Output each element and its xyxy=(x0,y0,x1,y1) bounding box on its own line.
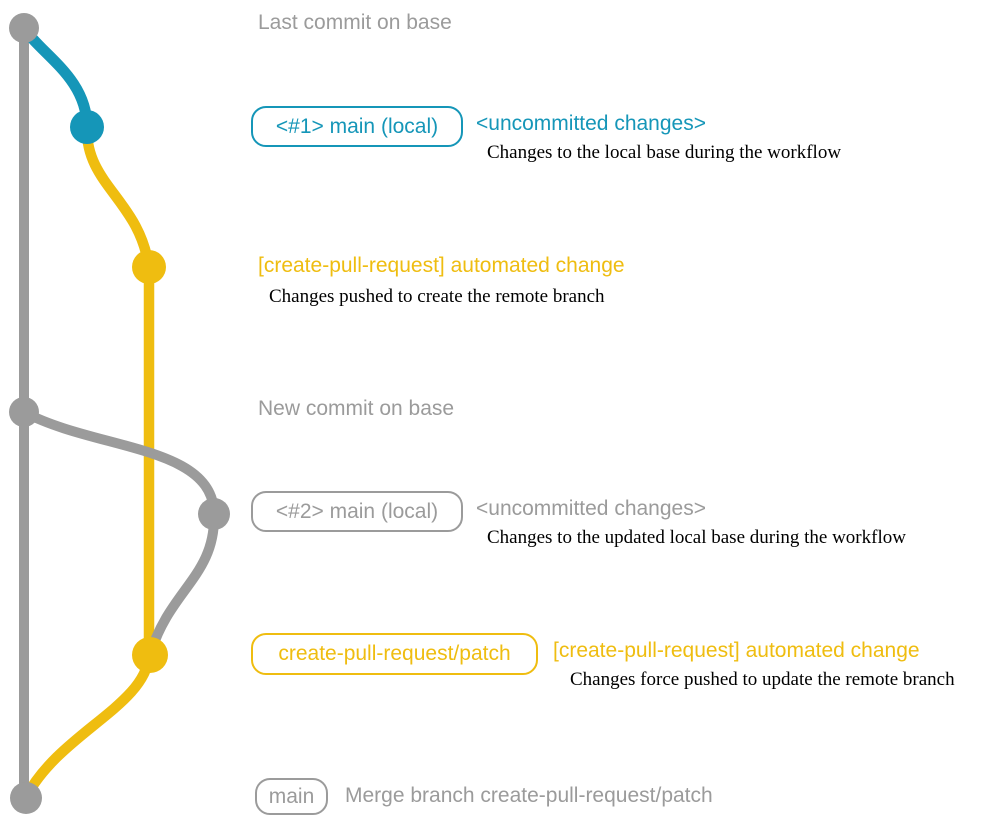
branch-badge-patch-label: create-pull-request/patch xyxy=(278,642,511,665)
automated-change-2-title: [create-pull-request] automated change xyxy=(553,639,920,662)
branch-badge-main-local-1-label: <#1> main (local) xyxy=(275,114,439,138)
uncommitted-changes-1-status: <uncommitted changes> xyxy=(476,112,706,135)
branch-badge-main-local-2: <#2> main (local) xyxy=(251,491,463,532)
patch-branch-merge-curve xyxy=(21,655,155,800)
last-commit-title: Last commit on base xyxy=(258,11,452,34)
commit-dot-uncommitted-1 xyxy=(70,110,104,144)
uncommitted-changes-2-status: <uncommitted changes> xyxy=(476,497,706,520)
automated-change-1-title: [create-pull-request] automated change xyxy=(258,254,625,277)
commit-dot-uncommitted-2 xyxy=(198,498,230,530)
merge-commit-title: Merge branch create-pull-request/patch xyxy=(345,784,713,807)
new-commit-title: New commit on base xyxy=(258,397,455,420)
branch-badge-main: main xyxy=(255,778,328,815)
commit-dot-last-base xyxy=(9,13,39,43)
commit-dot-automated-1 xyxy=(132,250,166,284)
commit-dot-new-base xyxy=(9,397,39,427)
patch-branch-create-curve xyxy=(81,126,155,269)
commit-dot-merge xyxy=(10,782,42,814)
branch-badge-patch: create-pull-request/patch xyxy=(251,633,538,675)
automated-change-2-desc: Changes force pushed to update the remot… xyxy=(570,669,955,690)
local-main-branch-curve-2 xyxy=(21,407,219,515)
automated-change-1-desc: Changes pushed to create the remote bran… xyxy=(269,286,605,307)
branch-badge-main-local-1: <#1> main (local) xyxy=(251,106,463,147)
branch-badge-main-label: main xyxy=(268,784,315,808)
local-main-branch-curve-1 xyxy=(19,24,93,128)
commit-dot-automated-2 xyxy=(132,637,168,673)
branch-badge-main-local-2-label: <#2> main (local) xyxy=(275,499,439,523)
uncommitted-changes-2-desc: Changes to the updated local base during… xyxy=(487,527,906,548)
uncommitted-changes-1-desc: Changes to the local base during the wor… xyxy=(487,142,842,163)
local-main-to-patch-curve xyxy=(146,513,220,654)
